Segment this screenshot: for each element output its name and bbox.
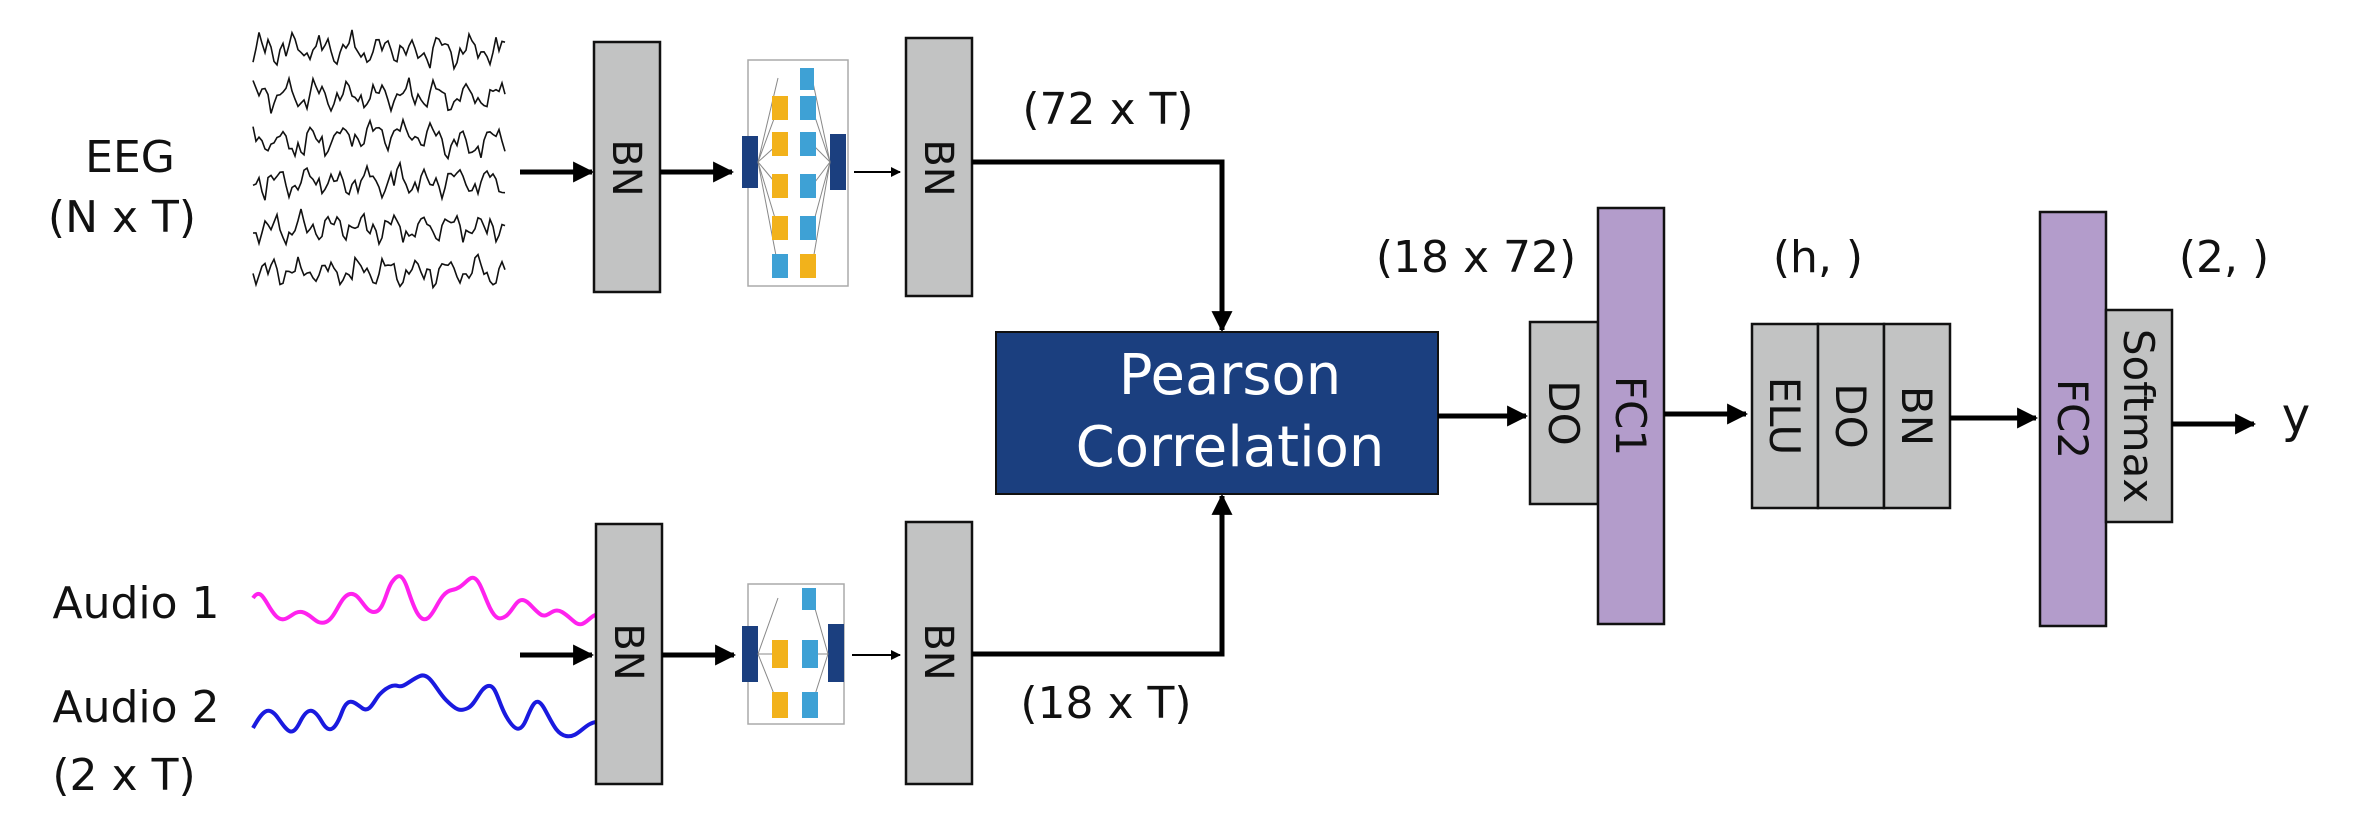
pearson-label-line1: Pearson xyxy=(1119,343,1342,408)
audio-output-shape-label: (18 x T) xyxy=(1020,678,1191,729)
hidden-shape-label: (h, ) xyxy=(1773,232,1863,283)
eeg-channel-trace xyxy=(252,117,506,161)
audio2-label: Audio 2 xyxy=(52,682,219,733)
fc2-label: FC2 xyxy=(2048,379,2097,459)
eeg-channel-trace xyxy=(252,253,506,290)
eeg-channel-trace xyxy=(252,208,506,247)
eeg-channel-trace xyxy=(252,75,506,114)
bn-block-3 xyxy=(1882,322,1952,510)
audio2-waveform xyxy=(251,673,602,739)
softmax-label: Softmax xyxy=(2114,329,2163,503)
audio-to-pearson-arrow xyxy=(972,493,1233,657)
fc1-label: FC1 xyxy=(1606,376,1655,456)
eeg-channel-trace xyxy=(252,160,506,202)
bn-label-3: BN xyxy=(1892,386,1941,446)
audio-shape-label: (2 x T) xyxy=(52,750,195,801)
audio1-waveform xyxy=(251,574,601,627)
eeg-bn-block-2 xyxy=(904,36,974,298)
eeg-inception-module xyxy=(742,59,849,287)
correlation-shape-label: (18 x 72) xyxy=(1376,232,1576,283)
audio1-label: Audio 1 xyxy=(52,578,219,629)
do-label-2: DO xyxy=(1826,383,1875,448)
output-label: y xyxy=(2282,388,2310,444)
do-block-1 xyxy=(1528,320,1600,506)
elu-label: ELU xyxy=(1760,377,1809,456)
final-shape-label: (2, ) xyxy=(2179,232,2269,283)
eeg-shape-label: (N x T) xyxy=(48,192,196,243)
eeg-bn-label-2: BN xyxy=(915,139,961,196)
audio-inception-module xyxy=(742,583,845,725)
elu-block xyxy=(1750,322,1820,510)
audio-bn-block-2 xyxy=(904,520,974,786)
eeg-output-shape-label: (72 x T) xyxy=(1022,84,1193,135)
do-label-1: DO xyxy=(1539,380,1588,445)
fc2-block xyxy=(2038,210,2108,628)
eeg-bn-block-1 xyxy=(592,40,662,294)
eeg-waveforms xyxy=(252,29,506,290)
softmax-block xyxy=(2104,308,2174,524)
eeg-channel-trace xyxy=(252,29,506,72)
eeg-bn-label-1: BN xyxy=(603,139,649,196)
eeg-label: EEG xyxy=(85,132,175,183)
audio-bn-label-2: BN xyxy=(915,623,961,680)
do-block-2 xyxy=(1816,322,1886,510)
pearson-correlation-block xyxy=(995,331,1439,495)
audio-bn-label-1: BN xyxy=(605,623,651,680)
pearson-label-line2: Correlation xyxy=(1076,415,1385,480)
eeg-to-pearson-arrow xyxy=(972,159,1233,333)
